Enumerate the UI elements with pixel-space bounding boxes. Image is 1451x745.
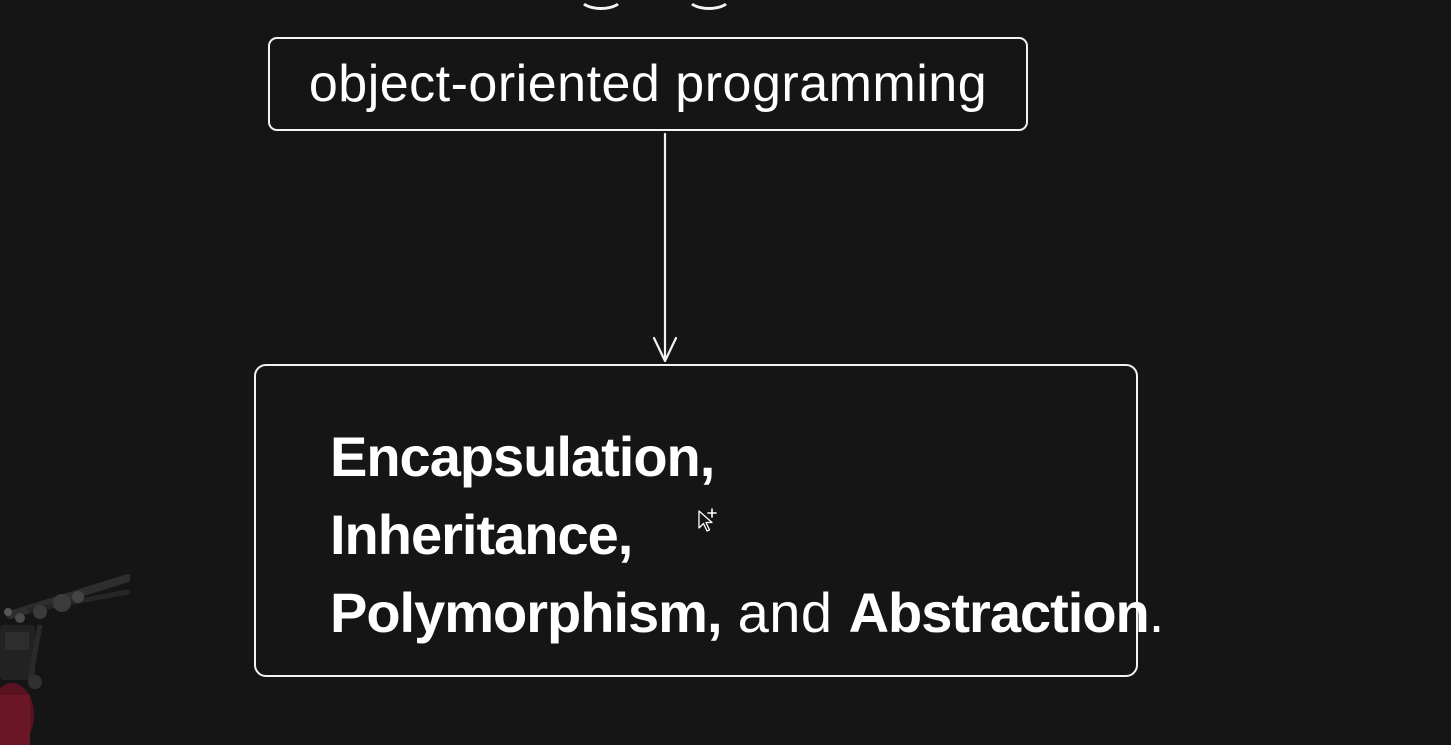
arrowhead-icon <box>652 336 678 363</box>
camera-rig-image <box>0 574 130 745</box>
connector-word: and <box>721 581 849 644</box>
arrow-connector <box>652 132 678 363</box>
oop-node[interactable]: object-oriented programming <box>268 37 1028 131</box>
top-cutoff-shape-left <box>578 0 624 10</box>
period: . <box>1148 581 1165 644</box>
pillar-inheritance: Inheritance, <box>330 503 633 566</box>
pillar-encapsulation: Encapsulation, <box>330 425 715 488</box>
pillar-abstraction: Abstraction <box>848 581 1150 644</box>
pillars-line-3: Polymorphism, and Abstraction. <box>330 574 1165 652</box>
top-cutoff-shape-right <box>686 0 732 10</box>
pillars-node[interactable]: Encapsulation, Inheritance, Polymorphism… <box>254 364 1164 677</box>
pointer-add-cursor-icon <box>698 508 717 532</box>
pillars-text: Encapsulation, Inheritance, Polymorphism… <box>330 418 1165 652</box>
oop-node-label: object-oriented programming <box>308 55 988 113</box>
pillar-polymorphism: Polymorphism, <box>330 581 723 644</box>
